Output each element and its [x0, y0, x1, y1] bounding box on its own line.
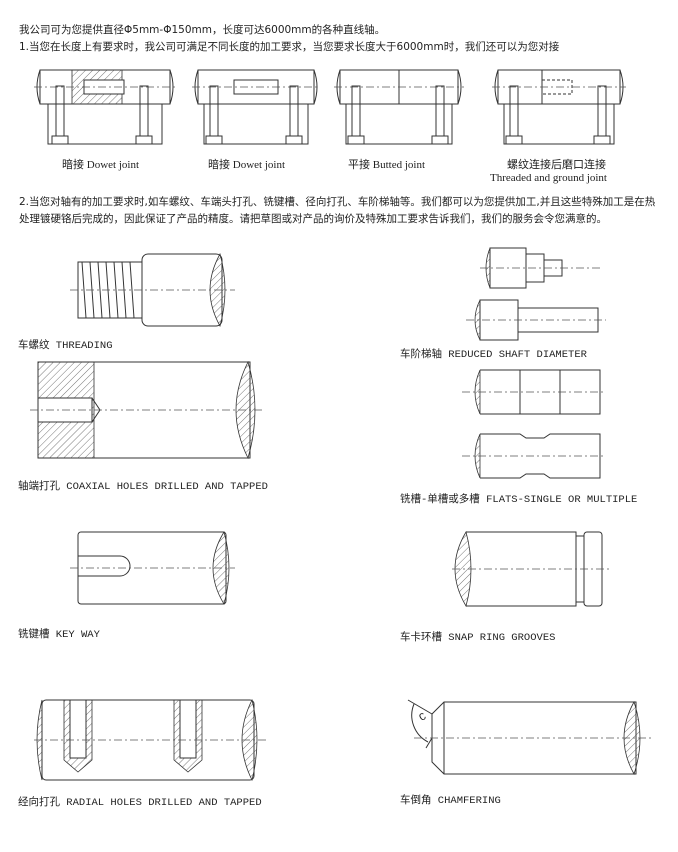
caption-threading: 车螺纹 THREADING — [18, 340, 113, 352]
dowel-joint-drawing-2 — [198, 66, 318, 150]
dowel-joint-drawing-1 — [40, 66, 172, 150]
caption-coaxial-holes: 轴端打孔 COAXIAL HOLES DRILLED AND TAPPED — [18, 481, 268, 493]
intro-line-1: 我公司可为您提供直径Φ5mm-Φ150mm，长度可达6000mm的各种直线轴。 — [19, 24, 386, 36]
joint-label-1: 暗接 Dowet joint — [62, 159, 139, 171]
reduced-shaft-drawing — [462, 244, 607, 342]
joint-label-4: 螺纹连接后磨口连接 — [507, 159, 606, 171]
keyway-drawing — [70, 528, 235, 608]
joint-sublabel-4: Threaded and ground joint — [490, 172, 607, 184]
joint-label-2: 暗接 Dowet joint — [208, 159, 285, 171]
radial-holes-drawing — [34, 696, 266, 784]
threading-drawing — [70, 252, 235, 330]
threaded-joint-drawing — [498, 66, 622, 150]
intro-line-2: 1.当您在长度上有要求时，我公司可满足不同长度的加工要求，当您要求长度大于600… — [19, 41, 560, 53]
caption-reduced-shaft: 车阶梯轴 REDUCED SHAFT DIAMETER — [400, 349, 587, 361]
coaxial-holes-drawing — [34, 360, 262, 460]
paragraph-2: 2.当您对轴有的加工要求时,如车螺纹、车端头打孔、铣键槽、径向打孔、车阶梯轴等。… — [19, 196, 656, 225]
snap-ring-drawing — [452, 528, 612, 610]
butted-joint-drawing — [340, 66, 460, 150]
joint-label-3: 平接 Butted joint — [348, 159, 425, 171]
caption-chamfer: 车倒角 CHAMFERING — [400, 795, 501, 807]
caption-radial-holes: 经向打孔 RADIAL HOLES DRILLED AND TAPPED — [18, 797, 262, 809]
caption-snap-ring: 车卡环槽 SNAP RING GROOVES — [400, 632, 556, 644]
caption-keyway: 铣键槽 KEY WAY — [18, 629, 100, 641]
flats-drawing — [460, 366, 608, 484]
caption-flats: 铣槽-单槽或多槽 FLATS-SINGLE OR MULTIPLE — [400, 494, 638, 506]
chamfer-drawing — [404, 698, 654, 778]
